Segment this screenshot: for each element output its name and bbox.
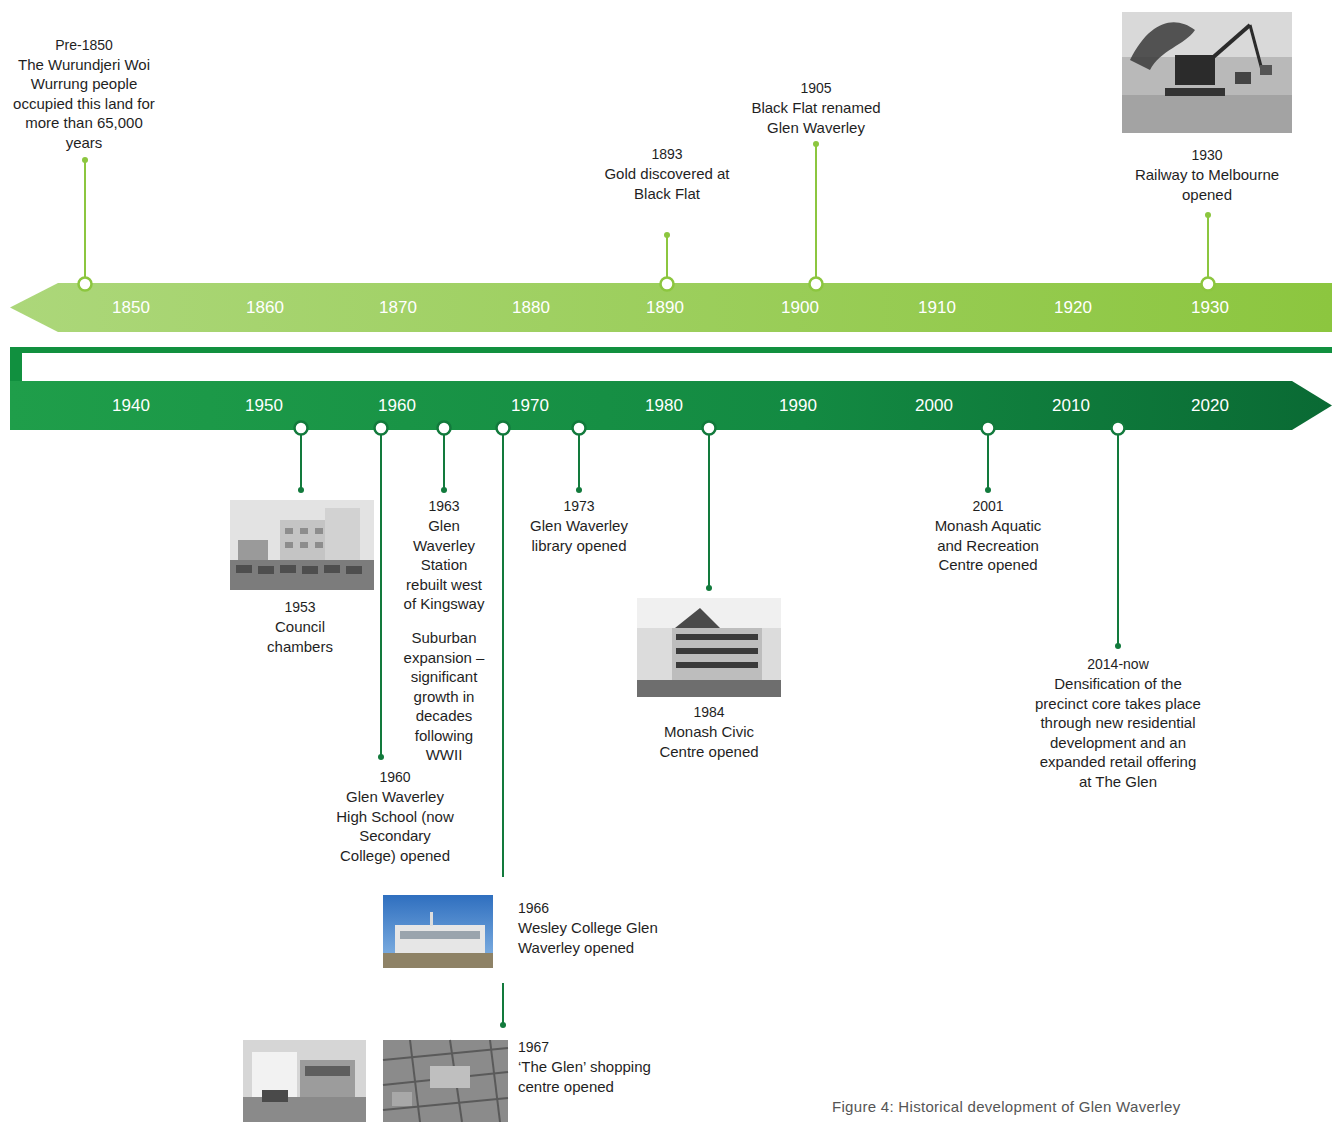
timeline-band: 1850 1860 1870 1880 1890 1900 1910 1920 1930: [10, 283, 1332, 332]
event-text: Glen Waverley High School (now Secondary…: [330, 787, 460, 865]
event-text: Council chambers: [250, 617, 350, 656]
event-dot: [1202, 278, 1215, 291]
event-year: 2014-now: [1033, 655, 1203, 674]
photo-council-chambers: [230, 500, 374, 590]
event-text: Gold discovered at Black Flat: [592, 164, 742, 203]
event-dot: [295, 422, 308, 435]
axis-year: 1860: [246, 298, 284, 318]
axis-year: 1920: [1054, 298, 1092, 318]
axis-year: 1960: [378, 396, 416, 416]
event-year: 1984: [644, 703, 774, 722]
event-dot: [497, 422, 510, 435]
axis-year: 2010: [1052, 396, 1090, 416]
event-dot: [1112, 422, 1125, 435]
event-label-group: Pre-1850The Wurundjeri Woi Wurrung peopl…: [9, 36, 159, 153]
event-year: 1967: [518, 1038, 688, 1057]
axis-year: 1850: [112, 298, 150, 318]
event-year: 1963: [400, 497, 488, 516]
band-arrow: [10, 381, 1332, 430]
axis-year: 1950: [245, 396, 283, 416]
event-year: 1905: [736, 79, 896, 98]
event-year: Pre-1850: [9, 36, 159, 55]
event-text: Glen Waverley Station rebuilt west of Ki…: [400, 516, 488, 614]
event-label-group: 1960Glen Waverley High School (now Secon…: [330, 768, 460, 865]
axis-year: 1900: [781, 298, 819, 318]
event-dot: [810, 278, 823, 291]
event-text: Monash Aquatic and Recreation Centre ope…: [926, 516, 1051, 575]
event-dot: [438, 422, 451, 435]
event-year: 1930: [1132, 146, 1282, 165]
event-year: 1973: [514, 497, 644, 516]
axis-year: 1910: [918, 298, 956, 318]
event-label-group: 1953Council chambers: [250, 598, 350, 656]
event-dot: [661, 278, 674, 291]
event-text: ‘The Glen’ shopping centre opened: [518, 1057, 688, 1096]
event-label-group: 2001Monash Aquatic and Recreation Centre…: [926, 497, 1051, 575]
event-label-group: 1930Railway to Melbourne opened: [1132, 146, 1282, 204]
event-dot: [375, 422, 388, 435]
photo-wesley-college: [383, 895, 493, 968]
axis-year: 1870: [379, 298, 417, 318]
photo-aerial-centre: [383, 1040, 508, 1122]
photo-railway-construction: [1122, 12, 1292, 133]
event-label-group: 2014-nowDensification of the precinct co…: [1033, 655, 1203, 791]
event-year: 1953: [250, 598, 350, 617]
figure-caption: Figure 4: Historical development of Glen…: [832, 1098, 1180, 1115]
axis-year: 1930: [1191, 298, 1229, 318]
event-text: Black Flat renamed Glen Waverley: [736, 98, 896, 137]
event-text: Glen Waverley library opened: [514, 516, 644, 555]
event-label-group: 1966Wesley College Glen Waverley opened: [518, 899, 683, 957]
axis-year: 1970: [511, 396, 549, 416]
axis-year: 1880: [512, 298, 550, 318]
leader-end-dots: [82, 141, 1211, 1028]
event-dot: [79, 278, 92, 291]
band-connector: [10, 347, 1332, 382]
event-dot: [982, 422, 995, 435]
event-label-group: 1984Monash Civic Centre opened: [644, 703, 774, 761]
axis-year: 1990: [779, 396, 817, 416]
event-text: Railway to Melbourne opened: [1132, 165, 1282, 204]
event-year: 1960: [330, 768, 460, 787]
event-label-group: 1963Glen Waverley Station rebuilt west o…: [400, 497, 488, 614]
event-text: Monash Civic Centre opened: [644, 722, 774, 761]
axis-year: 1980: [645, 396, 683, 416]
photo-shopping-street: [243, 1040, 366, 1122]
event-text: The Wurundjeri Woi Wurrung people occupi…: [9, 55, 159, 153]
event-year: 1893: [592, 145, 742, 164]
event-text: Wesley College Glen Waverley opened: [518, 918, 683, 957]
timeline-band: 1940 1950 1960 1970 1980 1990 2000 2010 2020: [10, 381, 1332, 430]
event-label-group: 1905Black Flat renamed Glen Waverley: [736, 79, 896, 137]
event-text: Suburban expansion – significant growth …: [400, 628, 488, 765]
leader-lines: [85, 144, 1208, 1025]
event-label-group: Suburban expansion – significant growth …: [400, 628, 488, 765]
event-text: Densification of the precinct core takes…: [1033, 674, 1203, 791]
axis-year: 2020: [1191, 396, 1229, 416]
event-dot: [573, 422, 586, 435]
event-label-group: 1893Gold discovered at Black Flat: [592, 145, 742, 203]
event-label-group: 1973Glen Waverley library opened: [514, 497, 644, 555]
event-dot: [703, 422, 716, 435]
axis-year: 1890: [646, 298, 684, 318]
axis-year: 1940: [112, 396, 150, 416]
event-label-group: 1967‘The Glen’ shopping centre opened: [518, 1038, 688, 1096]
event-year: 2001: [926, 497, 1051, 516]
event-year: 1966: [518, 899, 683, 918]
photo-civic-centre: [637, 598, 781, 697]
axis-year: 2000: [915, 396, 953, 416]
